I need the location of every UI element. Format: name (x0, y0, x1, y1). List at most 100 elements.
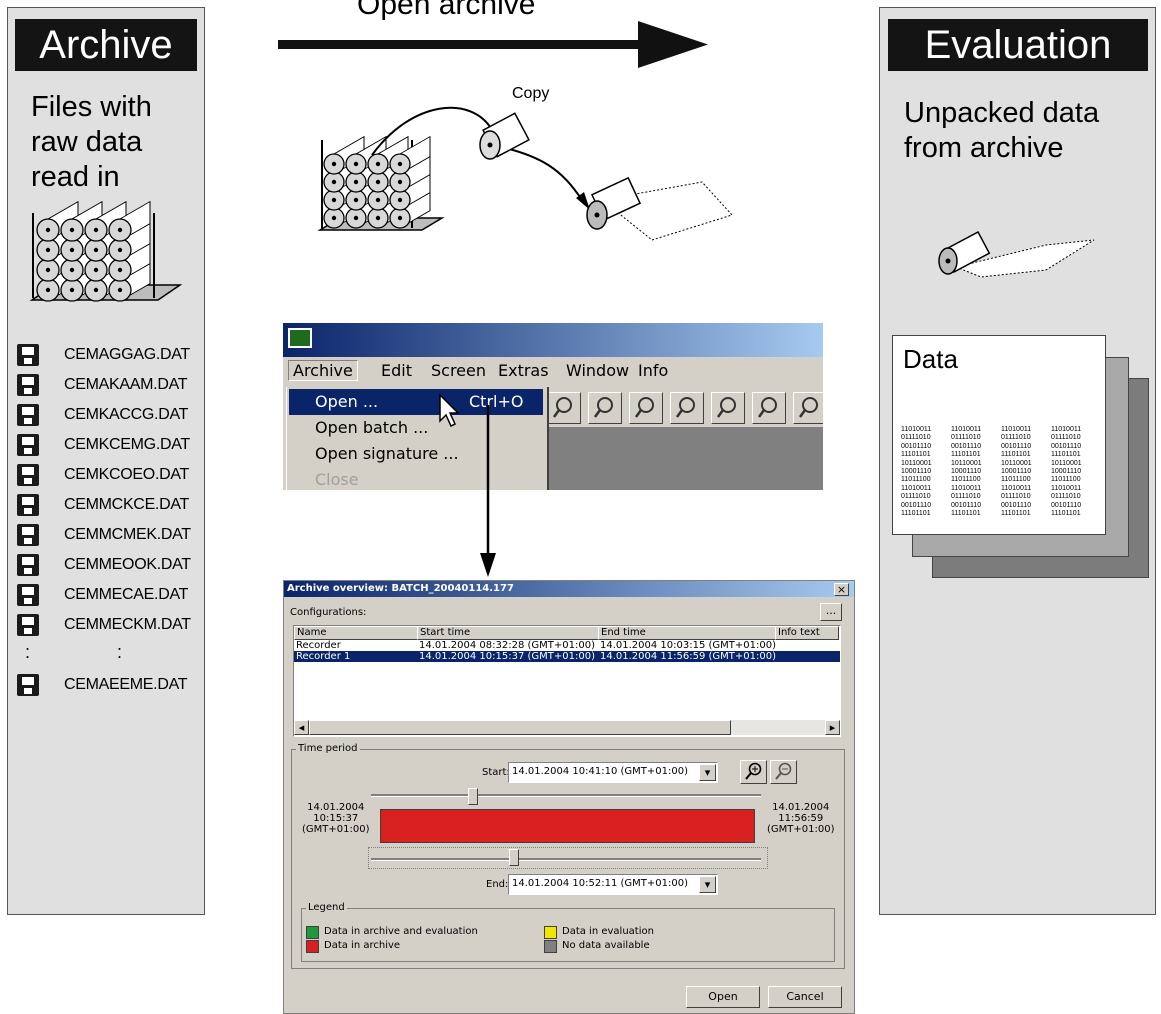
close-button[interactable]: × (834, 583, 849, 596)
menu-item-open-batch[interactable]: Open batch ... (289, 415, 543, 441)
toolbar-button[interactable] (547, 392, 581, 424)
menu-item-open-signature[interactable]: Open signature ... (289, 441, 543, 467)
roll-core (375, 215, 381, 221)
roll-core (331, 179, 337, 185)
browse-button[interactable]: ... (820, 603, 842, 621)
roll-core (69, 227, 75, 233)
start-dropdown-button[interactable]: ▾ (699, 764, 716, 781)
app-titlebar (283, 323, 823, 357)
data-bits-row: 10001110 (901, 468, 932, 476)
column-header[interactable]: Start time (417, 626, 600, 640)
start-time-combo[interactable]: 14.01.2004 10:41:10 (GMT+01:00) ▾ (508, 762, 718, 783)
open-archive-arrow (278, 21, 708, 68)
toolbar (545, 387, 823, 427)
column-header[interactable]: Name (294, 626, 419, 640)
end-slider-thumb[interactable] (509, 849, 519, 866)
cancel-button[interactable]: Cancel (768, 986, 842, 1008)
legend-label: Legend (306, 902, 347, 913)
horizontal-scrollbar[interactable]: ◂ ▸ (294, 720, 840, 735)
scroll-right-button[interactable]: ▸ (825, 720, 840, 735)
scroll-thumb[interactable] (309, 720, 731, 735)
toolbar-button[interactable] (670, 392, 704, 424)
open-button[interactable]: Open (686, 986, 760, 1008)
menu-archive[interactable]: Archive (288, 360, 358, 381)
app-icon[interactable] (288, 328, 312, 348)
zoom-out-button[interactable] (770, 760, 797, 784)
file-name: CEMKACCG.DAT (64, 406, 189, 423)
zoom-out-icon (774, 762, 791, 780)
archive-panel: Archive Files with raw data read in (7, 7, 205, 915)
menu-window[interactable]: Window (566, 361, 630, 380)
file-list-item[interactable]: CEMAKAAM.DAT (17, 372, 207, 402)
file-list-item[interactable]: CEMKCEMG.DAT (17, 432, 207, 462)
floppy-disk-icon (17, 524, 39, 546)
toolbar-tool-icon (798, 397, 818, 418)
roll-core (397, 179, 403, 185)
roll-core (93, 227, 99, 233)
roll-core (397, 215, 403, 221)
file-list-item[interactable]: CEMAEEME.DAT (17, 672, 207, 702)
file-name: CEMMEOOK.DAT (64, 556, 191, 573)
column-header[interactable]: Info text (775, 626, 839, 640)
app-window: Archive Edit Screen Extras Window Info Open .… (283, 323, 823, 490)
zoom-in-icon (744, 762, 761, 780)
menu-item-open[interactable]: Open ...Ctrl+O (289, 389, 543, 415)
floppy-disk-icon (17, 434, 39, 456)
toolbar-tool-icon (552, 397, 572, 418)
evaluation-panel-description: Unpacked data from archive (904, 97, 1100, 164)
file-list-item[interactable]: CEMMCKCE.DAT (17, 492, 207, 522)
scroll-left-button[interactable]: ◂ (294, 720, 309, 735)
legend-swatch (306, 940, 319, 953)
data-bits-row: 01111010 (1001, 434, 1031, 442)
menu-extras[interactable]: Extras (498, 361, 549, 380)
column-header[interactable]: End time (598, 626, 777, 640)
roll-core (45, 287, 51, 293)
menu-screen[interactable]: Screen (431, 361, 487, 380)
file-list-item[interactable]: CEMMCMEK.DAT (17, 522, 207, 552)
menu-edit[interactable]: Edit (381, 361, 412, 380)
roll-core (69, 267, 75, 273)
file-name: CEMAEEME.DAT (64, 676, 188, 693)
toolbar-tool-icon (675, 397, 695, 418)
floppy-disk-icon (17, 584, 39, 606)
end-dropdown-button[interactable]: ▾ (699, 876, 716, 893)
browse-label: ... (825, 604, 837, 617)
file-list-item[interactable]: CEMMECAE.DAT (17, 582, 207, 612)
toolbar-button[interactable] (588, 392, 622, 424)
roll-core (353, 161, 359, 167)
roll-core (353, 197, 359, 203)
cell-name: Recorder (296, 640, 341, 651)
toolbar-button[interactable] (629, 392, 663, 424)
end-time-combo[interactable]: 14.01.2004 10:52:11 (GMT+01:00) ▾ (508, 874, 718, 895)
file-list-item[interactable]: CEMAGGAG.DAT (17, 342, 207, 372)
data-bits-row: 11011100 (901, 476, 931, 484)
start-slider-thumb[interactable] (468, 788, 478, 805)
file-list: CEMAGGAG.DAT CEMAKAAM.DAT CEMKACCG.DAT CEMK… (17, 342, 207, 702)
roll-core (353, 215, 359, 221)
close-icon: × (836, 583, 847, 596)
zoom-in-button[interactable] (740, 760, 767, 784)
end-time-value: 14.01.2004 10:52:11 (GMT+01:00) (512, 878, 689, 889)
menu-item-close[interactable]: Close (289, 467, 543, 490)
archive-overview-dialog: Archive overview: BATCH_20040114.177 × C… (283, 580, 855, 1014)
roll-core (69, 247, 75, 253)
toolbar-button[interactable] (752, 392, 786, 424)
menu-info[interactable]: Info (638, 361, 669, 380)
data-bits-row: 10001110 (951, 468, 982, 476)
file-list-item[interactable]: CEMKACCG.DAT (17, 402, 207, 432)
file-name: CEMAKAAM.DAT (64, 376, 188, 393)
data-bits-row: 11101101 (1051, 451, 1081, 459)
file-list-item[interactable]: CEMMECKM.DAT (17, 612, 207, 642)
file-list-item[interactable]: CEMMEOOK.DAT (17, 552, 207, 582)
file-list-item[interactable]: CEMKCOEO.DAT (17, 462, 207, 492)
roll-core (45, 267, 51, 273)
archive-panel-title: Archive (15, 19, 197, 71)
toolbar-button[interactable] (793, 392, 823, 424)
toolbar-button[interactable] (711, 392, 745, 424)
